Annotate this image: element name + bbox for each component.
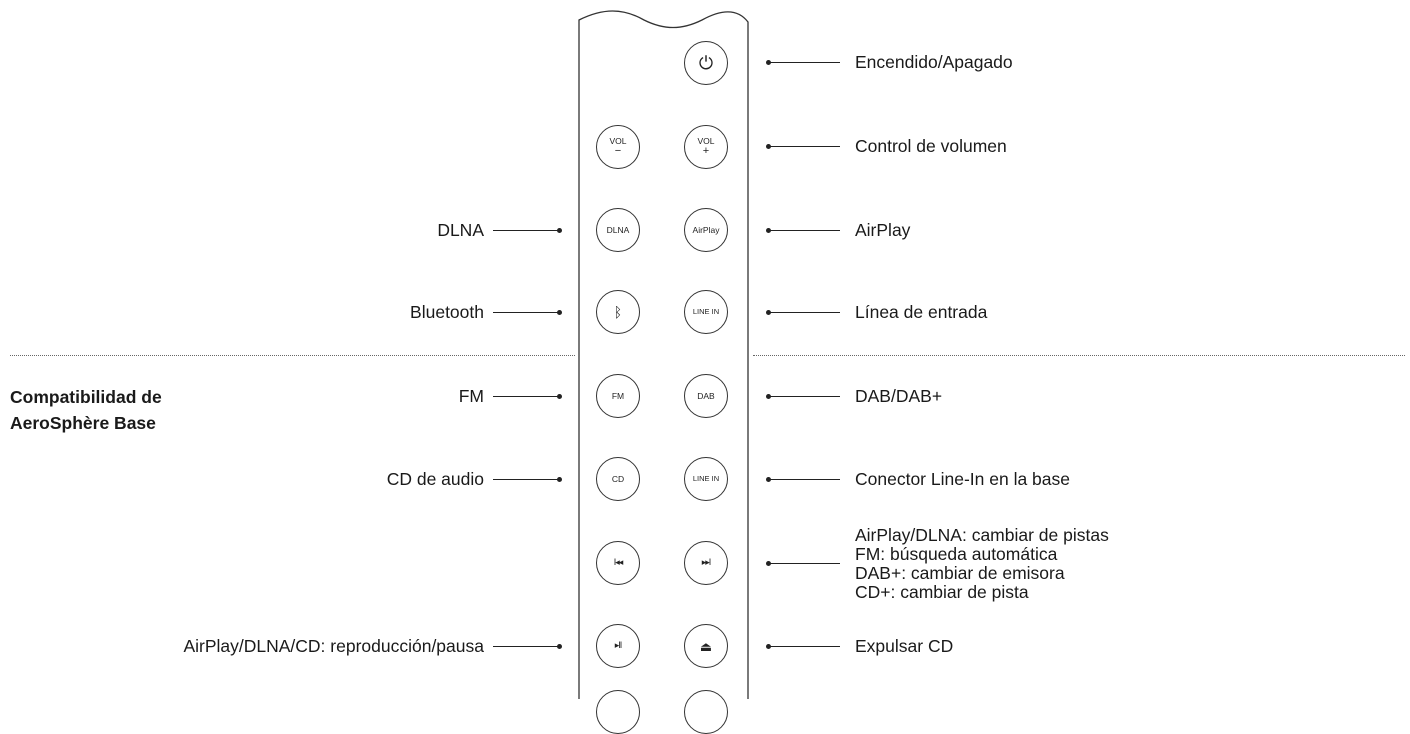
fm-button-label: FM: [611, 390, 625, 401]
partial-button-left[interactable]: [596, 690, 640, 734]
callout-line: [768, 62, 840, 63]
play-pause-button[interactable]: ▸II: [596, 624, 640, 668]
callout-line: [768, 146, 840, 147]
skip-forward-icon: ▸▸I: [701, 557, 711, 568]
dlna-button-label: DLNA: [606, 224, 630, 235]
line-in-label: Línea de entrada: [855, 302, 988, 322]
line-in-base-label: Conector Line-In en la base: [855, 469, 1070, 489]
callout-line: [493, 646, 559, 647]
airplay-button-label: AirPlay: [692, 224, 720, 235]
next-track-button[interactable]: ▸▸I: [684, 541, 728, 585]
previous-track-button[interactable]: I◂◂: [596, 541, 640, 585]
eject-label: Expulsar CD: [855, 636, 954, 656]
play-pause-label: AirPlay/DLNA/CD: reproducción/pausa: [183, 636, 484, 656]
remote-control-body: ⏻ VOL − VOL + DLNA AirPlay ᛒ LINE IN FM …: [578, 0, 750, 734]
dab-button-label: DAB: [697, 390, 715, 401]
callout-line: [768, 479, 840, 480]
line-in-base-button-label: LINE IN: [692, 474, 720, 484]
line-in-button[interactable]: LINE IN: [684, 290, 728, 334]
vol-up-label: VOL: [697, 136, 715, 147]
skip-back-icon: I◂◂: [613, 557, 623, 568]
callout-line: [493, 396, 559, 397]
cd-label: CD de audio: [386, 469, 484, 489]
section-divider-left: [10, 355, 575, 356]
callout-dot: [557, 228, 562, 233]
line-in-base-button[interactable]: LINE IN: [684, 457, 728, 501]
section-divider-right: [753, 355, 1405, 356]
callout-line: [768, 396, 840, 397]
dlna-button[interactable]: DLNA: [596, 208, 640, 252]
callout-dot: [557, 477, 562, 482]
callout-dot: [557, 310, 562, 315]
bluetooth-icon: ᛒ: [613, 304, 623, 320]
section-title: Compatibilidad de AeroSphère Base: [10, 387, 162, 433]
play-pause-icon: ▸II: [614, 640, 622, 651]
line-in-button-label: LINE IN: [692, 307, 720, 317]
power-button[interactable]: ⏻: [684, 41, 728, 85]
airplay-label: AirPlay: [855, 220, 911, 240]
skip-label: AirPlay/DLNA: cambiar de pistas FM: búsq…: [855, 525, 1109, 602]
dab-button[interactable]: DAB: [684, 374, 728, 418]
bluetooth-button[interactable]: ᛒ: [596, 290, 640, 334]
cd-button-label: CD: [611, 473, 625, 484]
fm-label: FM: [458, 386, 484, 406]
power-label: Encendido/Apagado: [855, 52, 1013, 72]
callout-line: [493, 230, 559, 231]
cd-button[interactable]: CD: [596, 457, 640, 501]
fm-button[interactable]: FM: [596, 374, 640, 418]
remote-outline: [578, 10, 749, 699]
dlna-label: DLNA: [437, 220, 484, 240]
eject-button[interactable]: ⏏: [684, 624, 728, 668]
callout-dot: [557, 644, 562, 649]
vol-down-label: VOL: [609, 136, 627, 147]
bluetooth-label: Bluetooth: [410, 302, 484, 322]
callout-line: [768, 646, 840, 647]
callout-line: [768, 563, 840, 564]
callout-line: [768, 230, 840, 231]
minus-icon: −: [614, 144, 622, 157]
eject-icon: ⏏: [699, 638, 713, 654]
dab-label: DAB/DAB+: [855, 386, 943, 406]
volume-label: Control de volumen: [855, 136, 1007, 156]
callout-line: [493, 479, 559, 480]
airplay-button[interactable]: AirPlay: [684, 208, 728, 252]
power-icon: ⏻: [698, 53, 714, 73]
volume-up-button[interactable]: VOL +: [684, 125, 728, 169]
callout-dot: [557, 394, 562, 399]
callout-line: [768, 312, 840, 313]
partial-button-right[interactable]: [684, 690, 728, 734]
volume-down-button[interactable]: VOL −: [596, 125, 640, 169]
plus-icon: +: [702, 144, 710, 157]
callout-line: [493, 312, 559, 313]
